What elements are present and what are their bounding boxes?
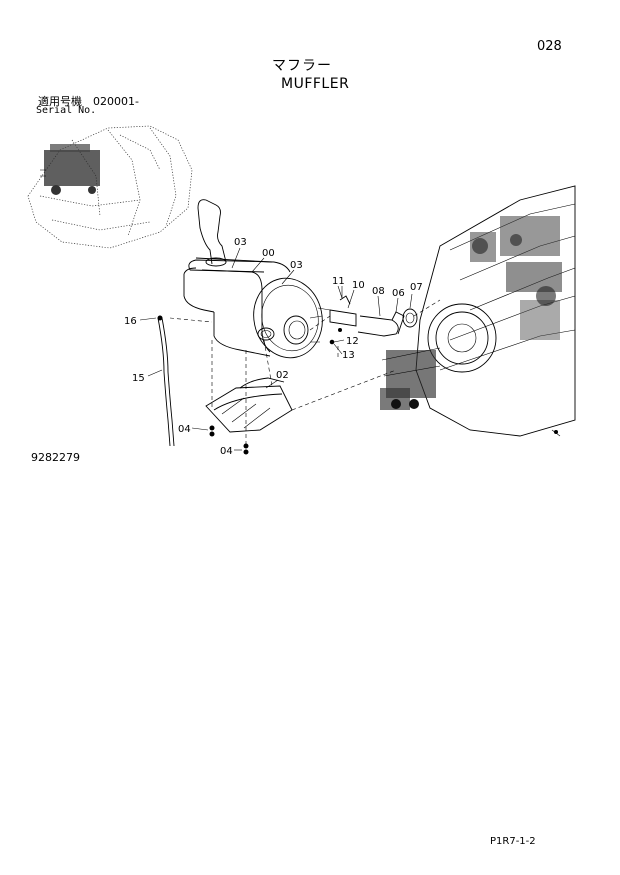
title-japanese: マフラー <box>272 58 332 74</box>
muffler-body <box>183 257 323 359</box>
assembly-lines <box>169 299 441 446</box>
callout-13: 13 <box>342 350 355 361</box>
callout-04-lower: 04 <box>220 446 233 457</box>
tail-pipe <box>197 199 227 267</box>
leader-lines <box>139 247 413 451</box>
serial-label-english: Serial No. <box>36 105 97 116</box>
machine-locator-inset <box>27 125 193 249</box>
engine-assembly <box>380 185 576 437</box>
callout-08: 08 <box>372 286 385 297</box>
callout-00: 00 <box>262 248 275 259</box>
callout-11: 11 <box>332 276 345 287</box>
callout-10: 10 <box>352 280 365 291</box>
serial-label-japanese: 適用号機 020001- <box>38 95 139 108</box>
callout-16: 16 <box>124 316 137 327</box>
page-number: 028 <box>537 39 562 54</box>
callout-03-top: 03 <box>234 237 247 248</box>
callout-06: 06 <box>392 288 405 299</box>
callout-04-left: 04 <box>178 424 191 435</box>
title-english: MUFFLER <box>281 76 350 92</box>
mounting-bracket <box>205 377 293 455</box>
drain-hose <box>157 315 175 447</box>
sheet-reference: P1R7-1-2 <box>490 836 536 847</box>
callout-15: 15 <box>132 373 145 384</box>
callout-02: 02 <box>276 370 289 381</box>
pipe-and-clamps <box>317 286 418 345</box>
callout-07: 07 <box>410 282 423 293</box>
callout-03-right: 03 <box>290 260 303 271</box>
callout-12: 12 <box>346 336 359 347</box>
drawing-number: 9282279 <box>31 451 80 464</box>
